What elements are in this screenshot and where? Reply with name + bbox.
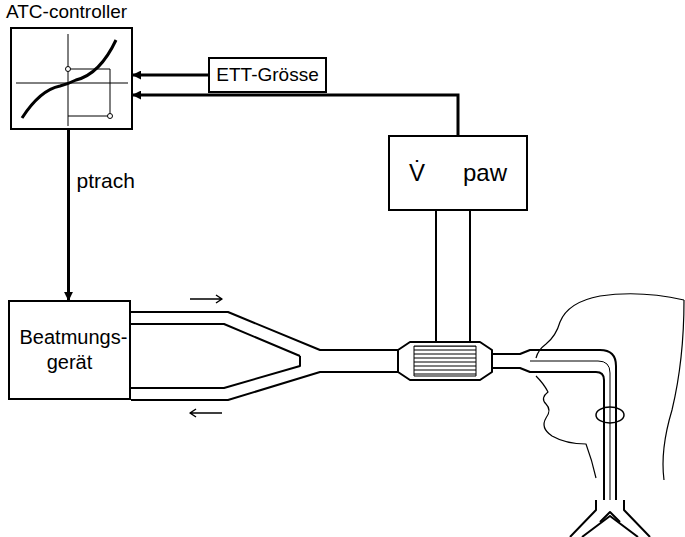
sensor-lead [469,211,471,342]
graph-axis-y [68,34,69,126]
ventilator-box: Beatmungs- gerät [8,300,131,400]
graph-reading-line [68,69,110,116]
signal-name: paw [463,159,507,187]
head-back [663,300,684,480]
inspiratory-tube [131,312,398,350]
flow-arrow-in [190,295,222,303]
bronchi [582,516,638,537]
tube-cuff [596,407,624,423]
expiratory-tube-inner [131,356,300,388]
sensor-box: V̇ paw [388,135,528,211]
controller-box: ATC-controller [10,27,133,130]
box-label: Beatmungs- gerät [20,325,120,375]
input-box: ETT-Grösse [208,57,327,93]
signal-arrow [67,130,70,300]
trachea [570,500,650,537]
sensor-housing [398,342,492,380]
head-profile [536,294,684,478]
atc-curve [22,40,116,118]
signal-name: V̇ [409,159,425,187]
controller-title: ATC-controller [6,1,127,23]
sensor-mesh [414,346,476,376]
box-label: ETT-Grösse [216,64,318,86]
inspiratory-tube-inner [131,324,300,356]
sensor-lead [435,211,437,342]
endotracheal-tube-inner [492,368,604,500]
signal-arrow [133,74,208,77]
graph-point [108,114,113,119]
endotracheal-tube [492,350,616,500]
signal-arrow [133,95,458,135]
graph-point [66,67,71,72]
flow-arrow-out [190,409,222,417]
signal-label: ptrach [75,169,137,193]
